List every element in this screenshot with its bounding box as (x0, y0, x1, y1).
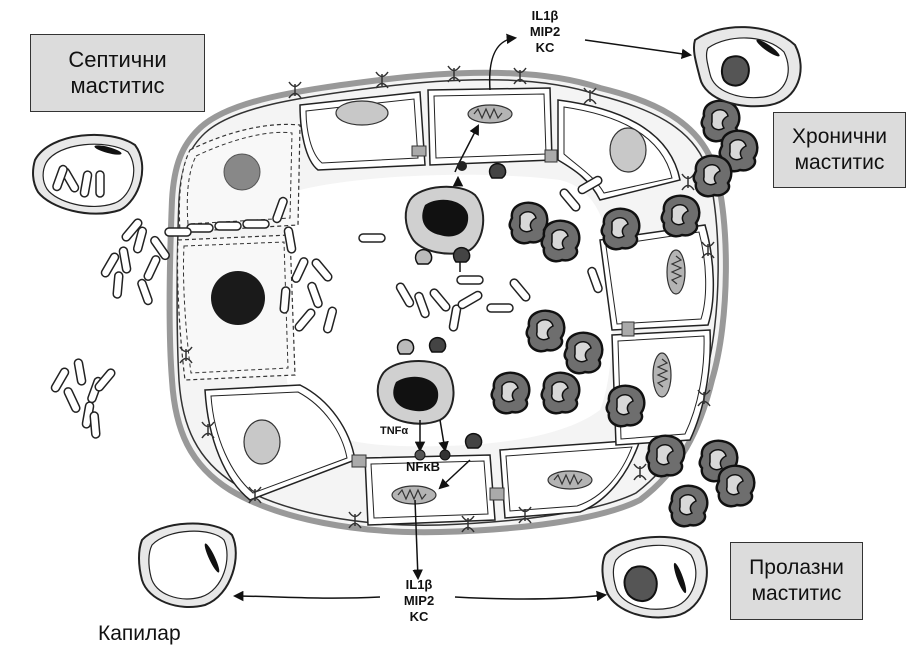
septic-mastitis-box: Септични маститис (30, 34, 205, 112)
epithelial-cell-top-2 (427, 87, 553, 166)
mitochondrion (391, 485, 437, 505)
nfkb-label: NFκB (406, 459, 440, 474)
capillary-bottom-left (138, 522, 237, 609)
bacteria-cluster-free (49, 357, 118, 440)
septic-line1: Септични (68, 47, 167, 72)
capillary-top-right (692, 26, 802, 108)
transient-mastitis-box: Пролазни маститис (730, 542, 863, 620)
chronic-mastitis-box: Хронични маститис (773, 112, 906, 188)
receptors (396, 162, 507, 449)
capillary-septic (32, 133, 144, 215)
epithelial-cell-right-1 (599, 224, 715, 331)
chronic-line1: Хронични (792, 125, 887, 148)
capillary-label: Капилар (98, 622, 181, 645)
cyto-top-il1b: IL1β (531, 8, 559, 23)
bacteria-cluster-left (99, 216, 172, 307)
mitochondrion (467, 104, 513, 124)
cyto-top-kc: KC (535, 40, 555, 55)
epithelial-cell-lower-left (204, 384, 356, 501)
macrophage-lower (376, 360, 455, 425)
cyto-top-mip2: MIP2 (529, 24, 561, 39)
cytokines-bottom: IL1β MIP2 KC (394, 577, 444, 625)
cyto-bottom-mip2: MIP2 (403, 593, 435, 608)
cyto-bottom-kc: KC (409, 609, 429, 624)
cyto-bottom-il1b: IL1β (405, 577, 433, 592)
damaged-cell-upper-left (178, 123, 301, 233)
capillary-bottom-right (601, 535, 708, 619)
epithelial-cell-bottom-2 (499, 439, 642, 519)
tnf-alpha-label: TNFα (380, 425, 409, 437)
transient-line2: маститис (751, 582, 842, 605)
cytokines-top: IL1β MIP2 KC (520, 8, 570, 56)
macrophage-upper (404, 185, 485, 255)
transient-line1: Пролазни (749, 556, 844, 579)
chronic-line2: маститис (794, 151, 885, 174)
epithelial-cell-top-1 (299, 91, 426, 171)
septic-line2: маститис (70, 73, 165, 98)
damaged-cell-mid-left (176, 234, 296, 381)
arrows (232, 33, 693, 602)
epithelial-cell-top-3 (557, 99, 681, 201)
mitochondrion (547, 470, 593, 490)
